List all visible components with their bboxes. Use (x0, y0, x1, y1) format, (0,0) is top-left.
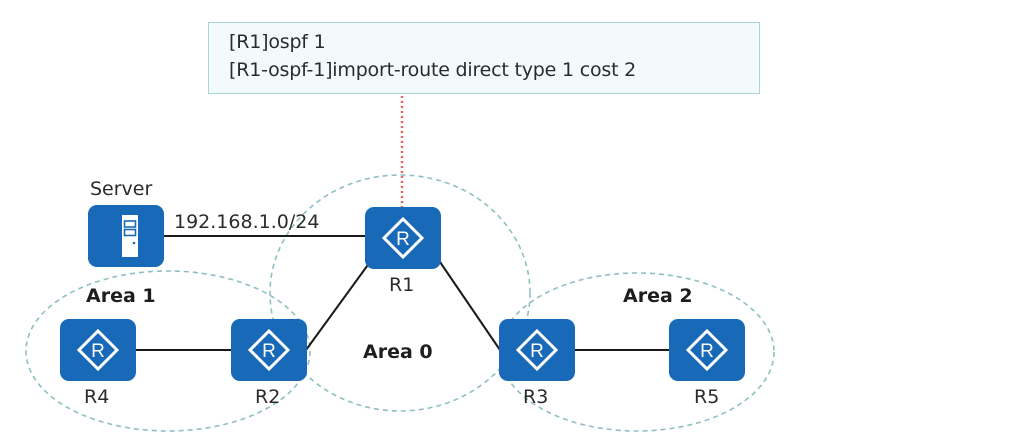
config-command-box: [R1]ospf 1 [R1-ospf-1]import-route direc… (208, 22, 760, 94)
router-label: R2 (255, 386, 281, 408)
router-r1[interactable]: R (365, 207, 441, 269)
router-r3[interactable]: R (499, 319, 575, 381)
config-line: [R1-ospf-1]import-route direct type 1 co… (229, 59, 637, 81)
router-label: R4 (84, 386, 110, 408)
area-1-label: Area 1 (86, 285, 156, 307)
router-label: R5 (694, 386, 720, 408)
area-1-boundary (25, 270, 311, 432)
server-label: Server (90, 178, 153, 200)
router-icon: R (76, 328, 120, 372)
svg-text:R: R (700, 341, 714, 362)
router-icon: R (515, 328, 559, 372)
area-2-label: Area 2 (623, 285, 693, 307)
router-icon: R (685, 328, 729, 372)
link-r1-r2 (305, 261, 371, 351)
server-icon (122, 215, 138, 257)
router-label: R3 (523, 386, 549, 408)
router-label: R1 (389, 274, 415, 296)
svg-text:R: R (396, 229, 410, 250)
router-r5[interactable]: R (669, 319, 745, 381)
router-r4[interactable]: R (60, 319, 136, 381)
svg-text:R: R (530, 341, 544, 362)
area-0-boundary (269, 174, 531, 412)
area-0-label: Area 0 (363, 341, 433, 363)
svg-text:R: R (262, 341, 276, 362)
link-r1-r3 (439, 261, 501, 351)
router-icon: R (381, 216, 425, 260)
config-line: [R1]ospf 1 (229, 31, 326, 53)
router-r2[interactable]: R (231, 319, 307, 381)
router-icon: R (247, 328, 291, 372)
server-node[interactable] (88, 205, 164, 267)
svg-text:R: R (91, 341, 105, 362)
link-label-server-r1: 192.168.1.0/24 (174, 211, 320, 233)
